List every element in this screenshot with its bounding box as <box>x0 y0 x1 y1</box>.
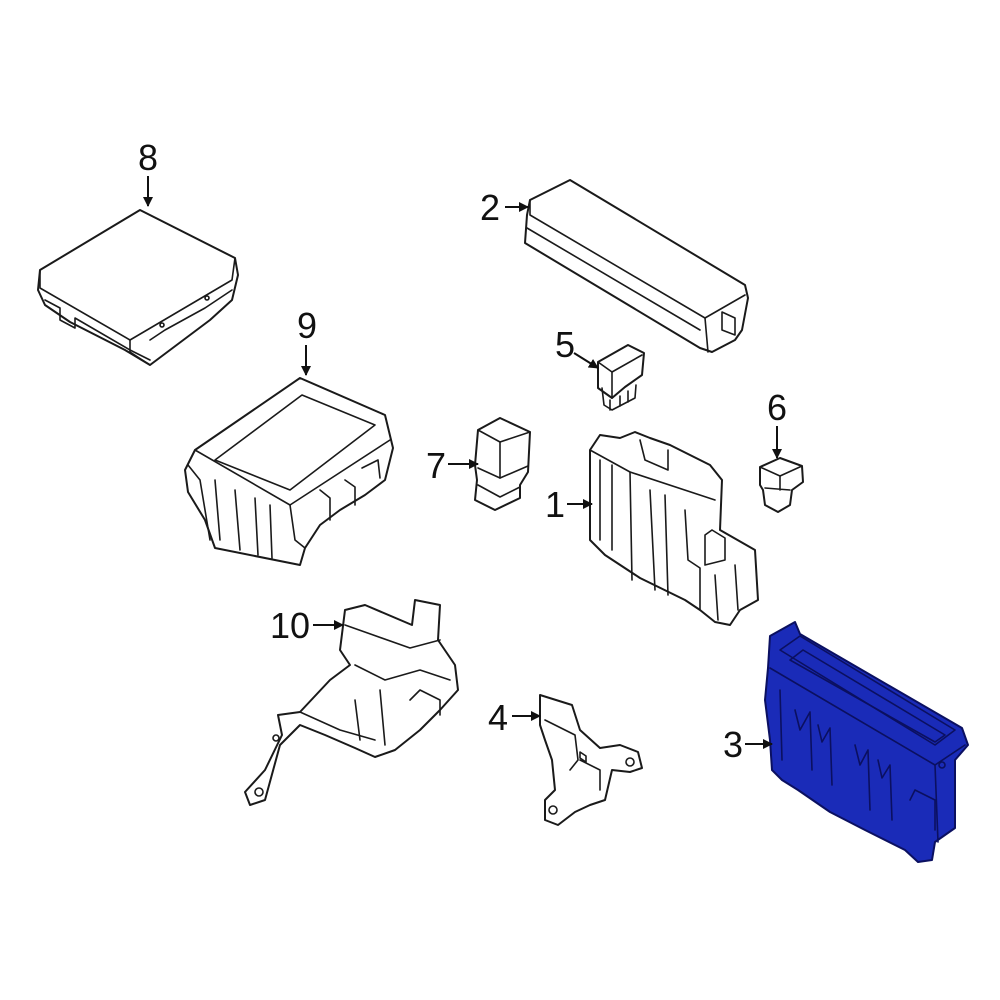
part-5-relay[interactable] <box>597 344 645 411</box>
callout-labels: 8 2 9 5 6 7 1 10 4 3 <box>138 137 787 765</box>
part-9-fuse-box[interactable] <box>184 377 394 566</box>
callout-9: 9 <box>297 305 317 346</box>
callout-7: 7 <box>426 445 446 486</box>
part-2-fuse-cover[interactable] <box>524 179 749 353</box>
part-1-fuse-block[interactable] <box>589 431 759 626</box>
part-7-relay[interactable] <box>474 417 531 511</box>
callout-2: 2 <box>480 187 500 228</box>
callout-arrows <box>143 176 782 749</box>
arrow-5 <box>573 352 599 369</box>
callout-8: 8 <box>138 137 158 178</box>
part-6-fuse[interactable] <box>759 457 804 513</box>
callout-6: 6 <box>767 387 787 428</box>
part-3-fuse-box-base[interactable] <box>764 621 969 863</box>
callout-1: 1 <box>545 484 565 525</box>
callout-10: 10 <box>270 605 310 646</box>
part-4-bracket[interactable] <box>539 694 643 826</box>
callout-5: 5 <box>555 324 575 365</box>
callout-3: 3 <box>723 724 743 765</box>
part-8-cover[interactable] <box>37 209 239 366</box>
part-10-bracket[interactable] <box>244 599 459 806</box>
callout-4: 4 <box>488 697 508 738</box>
